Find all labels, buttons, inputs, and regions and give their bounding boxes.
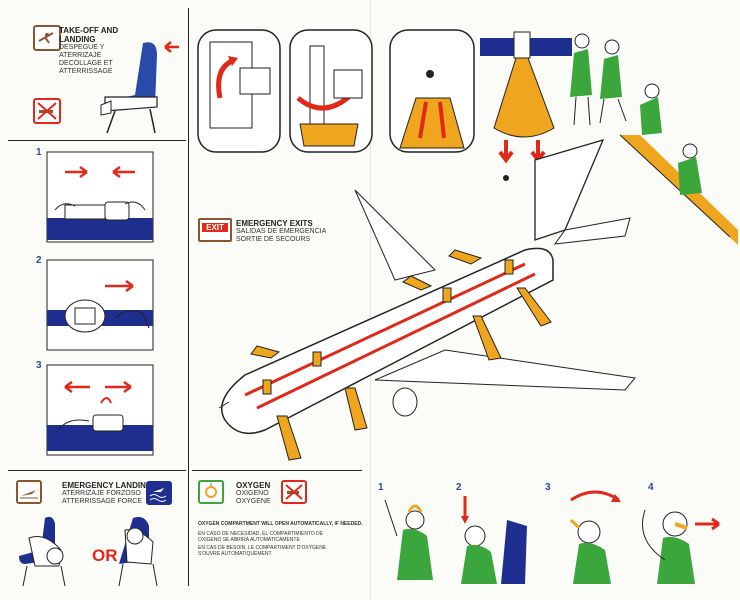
or-label: OR — [92, 546, 118, 565]
oxygen-steps-illustration — [384, 490, 720, 584]
emergency-exits-title: EMERGENCY EXITS — [236, 219, 313, 228]
oxygen-divider — [192, 470, 362, 471]
emergency-exits-subtitle: SALIDAS DE EMERGENCIA SORTIE DE SECOURS — [236, 228, 327, 243]
door-opening-illustration — [197, 29, 572, 181]
water-landing-icon — [146, 481, 172, 505]
oxygen-title: OXYGEN — [236, 481, 271, 490]
no-smoking-icon — [33, 98, 61, 124]
crash-landing-icon — [16, 480, 42, 504]
oxygen-subtitle: OXIGENO OXYGENE — [236, 490, 271, 505]
exit-icon: EXIT — [198, 218, 232, 242]
seatbelt-step-2-number: 2 — [36, 255, 42, 266]
oxygen-notice: OXYGEN COMPARTMENT WILL OPEN AUTOMATICAL… — [198, 521, 363, 527]
left-divider-top — [8, 140, 186, 141]
oxygen-notice-es: EN CASO DE NECESIDAD, EL COMPARTIMIENTO … — [198, 531, 324, 543]
upright-seat-illustration — [100, 41, 179, 134]
takeoff-subtitle: DESPEGUE Y ATERRIZAJE DECOLLAGE ET ATTER… — [59, 44, 113, 75]
seatbelt-step-3-illustration — [46, 364, 154, 456]
fasten-seatbelt-icon — [33, 25, 61, 51]
center-fold — [370, 0, 371, 600]
emergency-landing-title: EMERGENCY LANDING — [62, 481, 153, 490]
aircraft-exits-diagram — [218, 138, 636, 461]
brace-position-illustration — [19, 516, 158, 587]
seatbelt-step-2-illustration — [46, 259, 154, 351]
seatbelt-step-1-illustration — [46, 151, 154, 243]
takeoff-title: TAKE-OFF AND LANDING — [59, 26, 119, 44]
oxygen-step-2-number: 2 — [456, 482, 462, 493]
left-divider-bottom — [8, 470, 186, 471]
oxygen-step-4-number: 4 — [648, 482, 654, 493]
oxygen-step-3-number: 3 — [545, 482, 551, 493]
oxygen-step-1-number: 1 — [378, 482, 384, 493]
oxygen-mask-icon — [198, 480, 224, 504]
exit-badge-label: EXIT — [202, 223, 228, 232]
seatbelt-step-1-number: 1 — [36, 147, 42, 158]
vertical-divider — [188, 8, 189, 586]
slide-jump-illustration — [570, 33, 738, 245]
seatbelt-step-3-number: 3 — [36, 360, 42, 371]
emergency-landing-subtitle: ATERRIZAJE FORZOSO ATTERRISSAGE FORCE — [62, 490, 142, 505]
oxygen-notice-fr: EN CAS DE BESOIN, LE COMPARTIMENT D'OXYG… — [198, 545, 327, 557]
no-smoking-icon-oxygen — [281, 480, 307, 504]
